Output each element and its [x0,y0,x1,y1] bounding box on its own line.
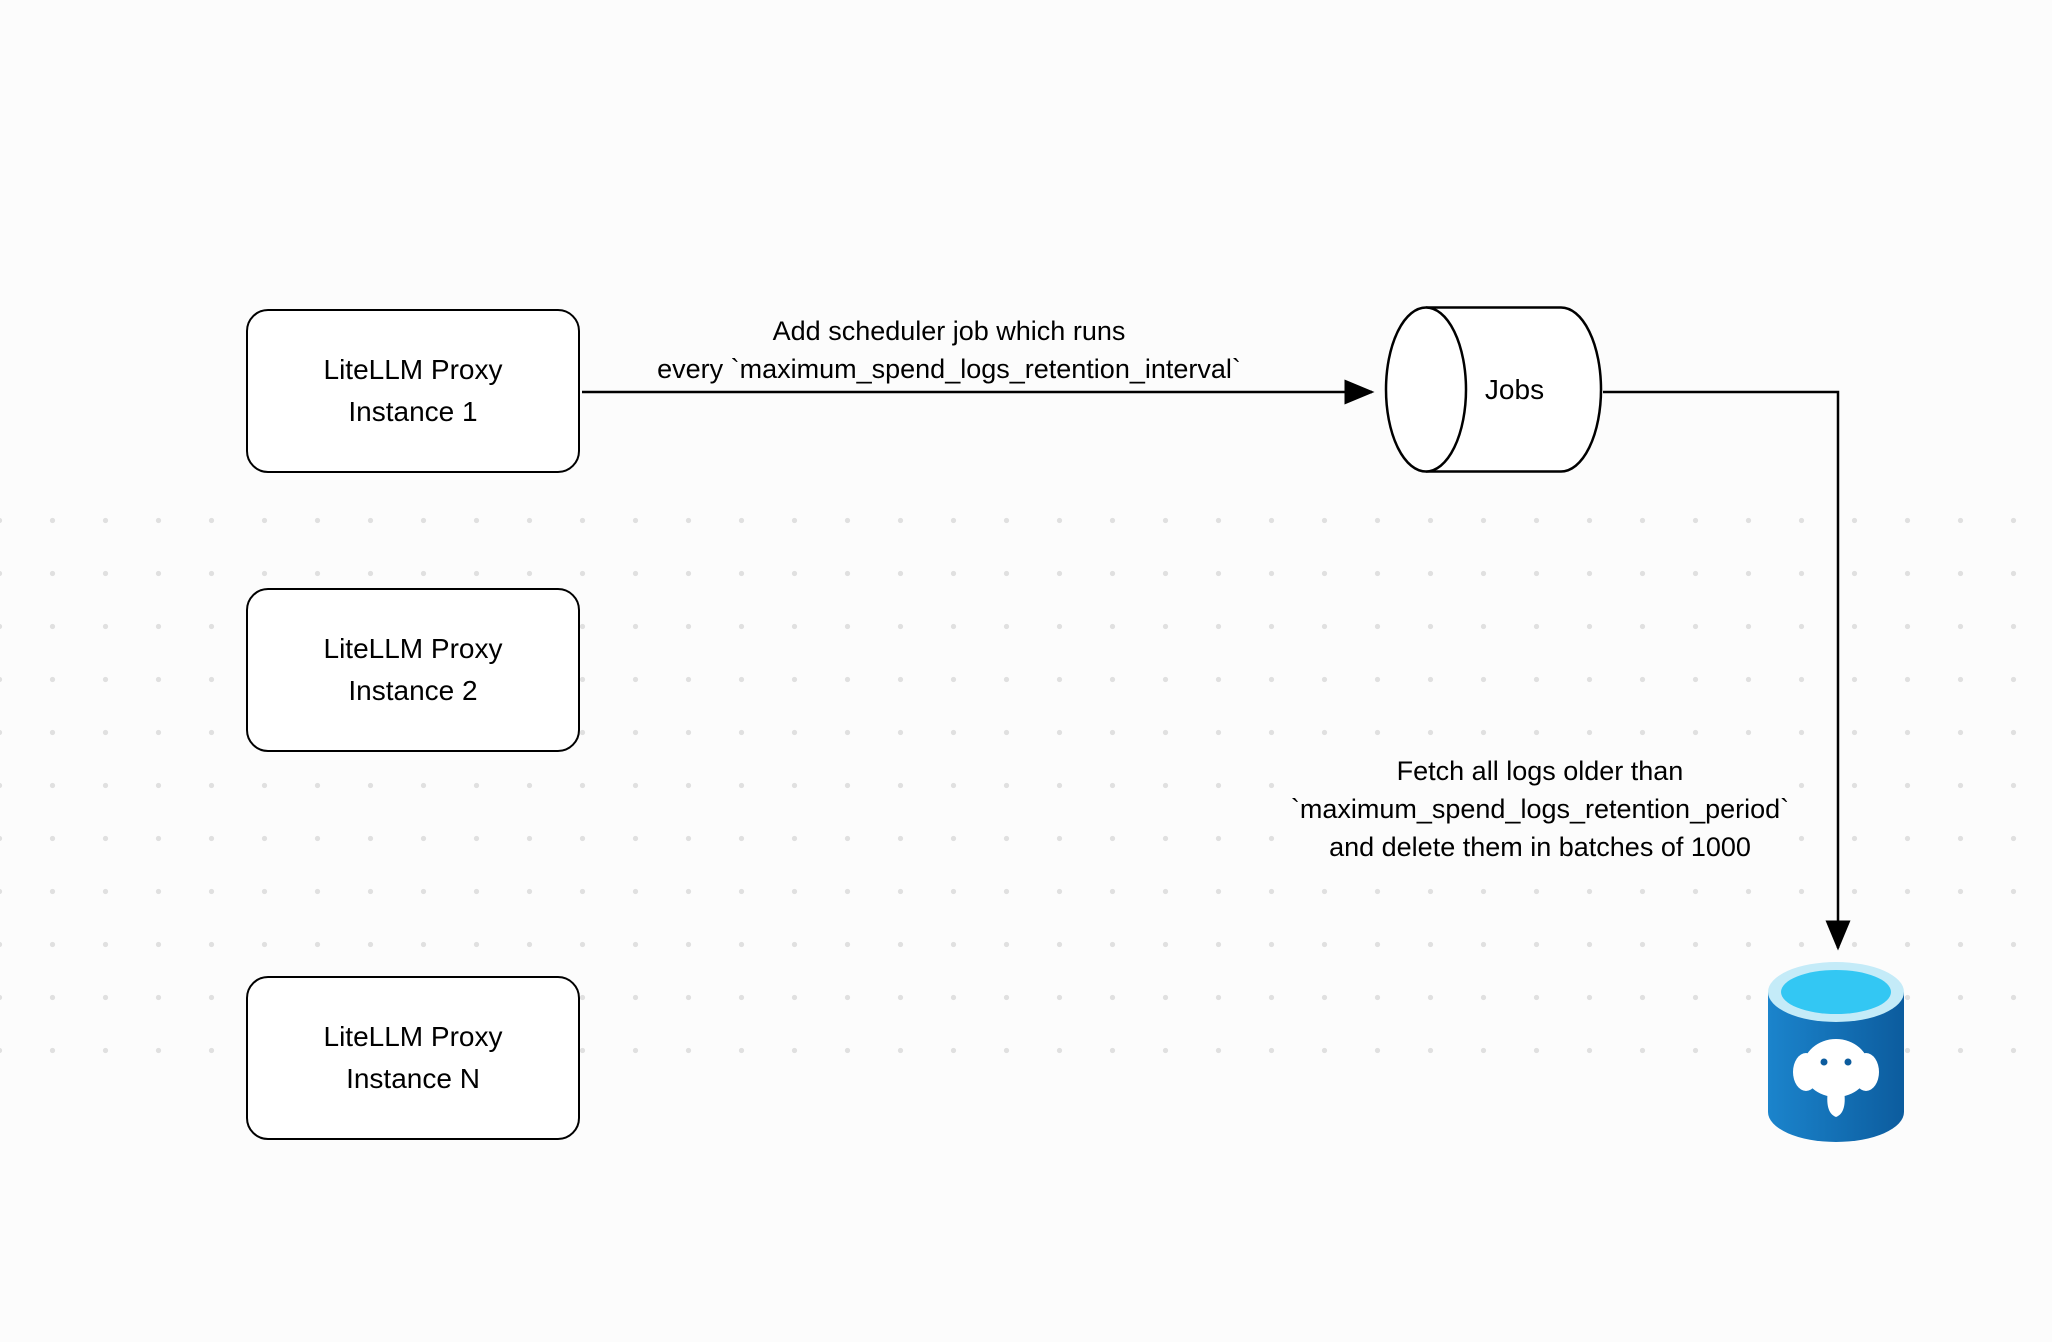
jobs-queue-cylinder-icon [1384,306,1603,473]
elephant-logo [1793,1039,1879,1117]
node-label-jobs: Jobs [1484,373,1545,405]
postgresql-icon [1768,962,1904,1142]
node-litellm-proxy-instance-2: LiteLLM Proxy Instance 2 [246,588,580,752]
edge-label-scheduler-job: Add scheduler job which runs every `maxi… [649,310,1249,390]
node-litellm-proxy-instance-n: LiteLLM Proxy Instance N [246,976,580,1140]
node-litellm-proxy-instance-1: LiteLLM Proxy Instance 1 [246,309,580,473]
node-label-instance-2: LiteLLM Proxy Instance 2 [323,633,503,706]
node-label-instance-n: LiteLLM Proxy Instance N [323,1021,503,1094]
node-label-instance-1: LiteLLM Proxy Instance 1 [323,354,503,427]
edge-label-fetch-delete: Fetch all logs older than `maximum_spend… [1282,750,1798,868]
